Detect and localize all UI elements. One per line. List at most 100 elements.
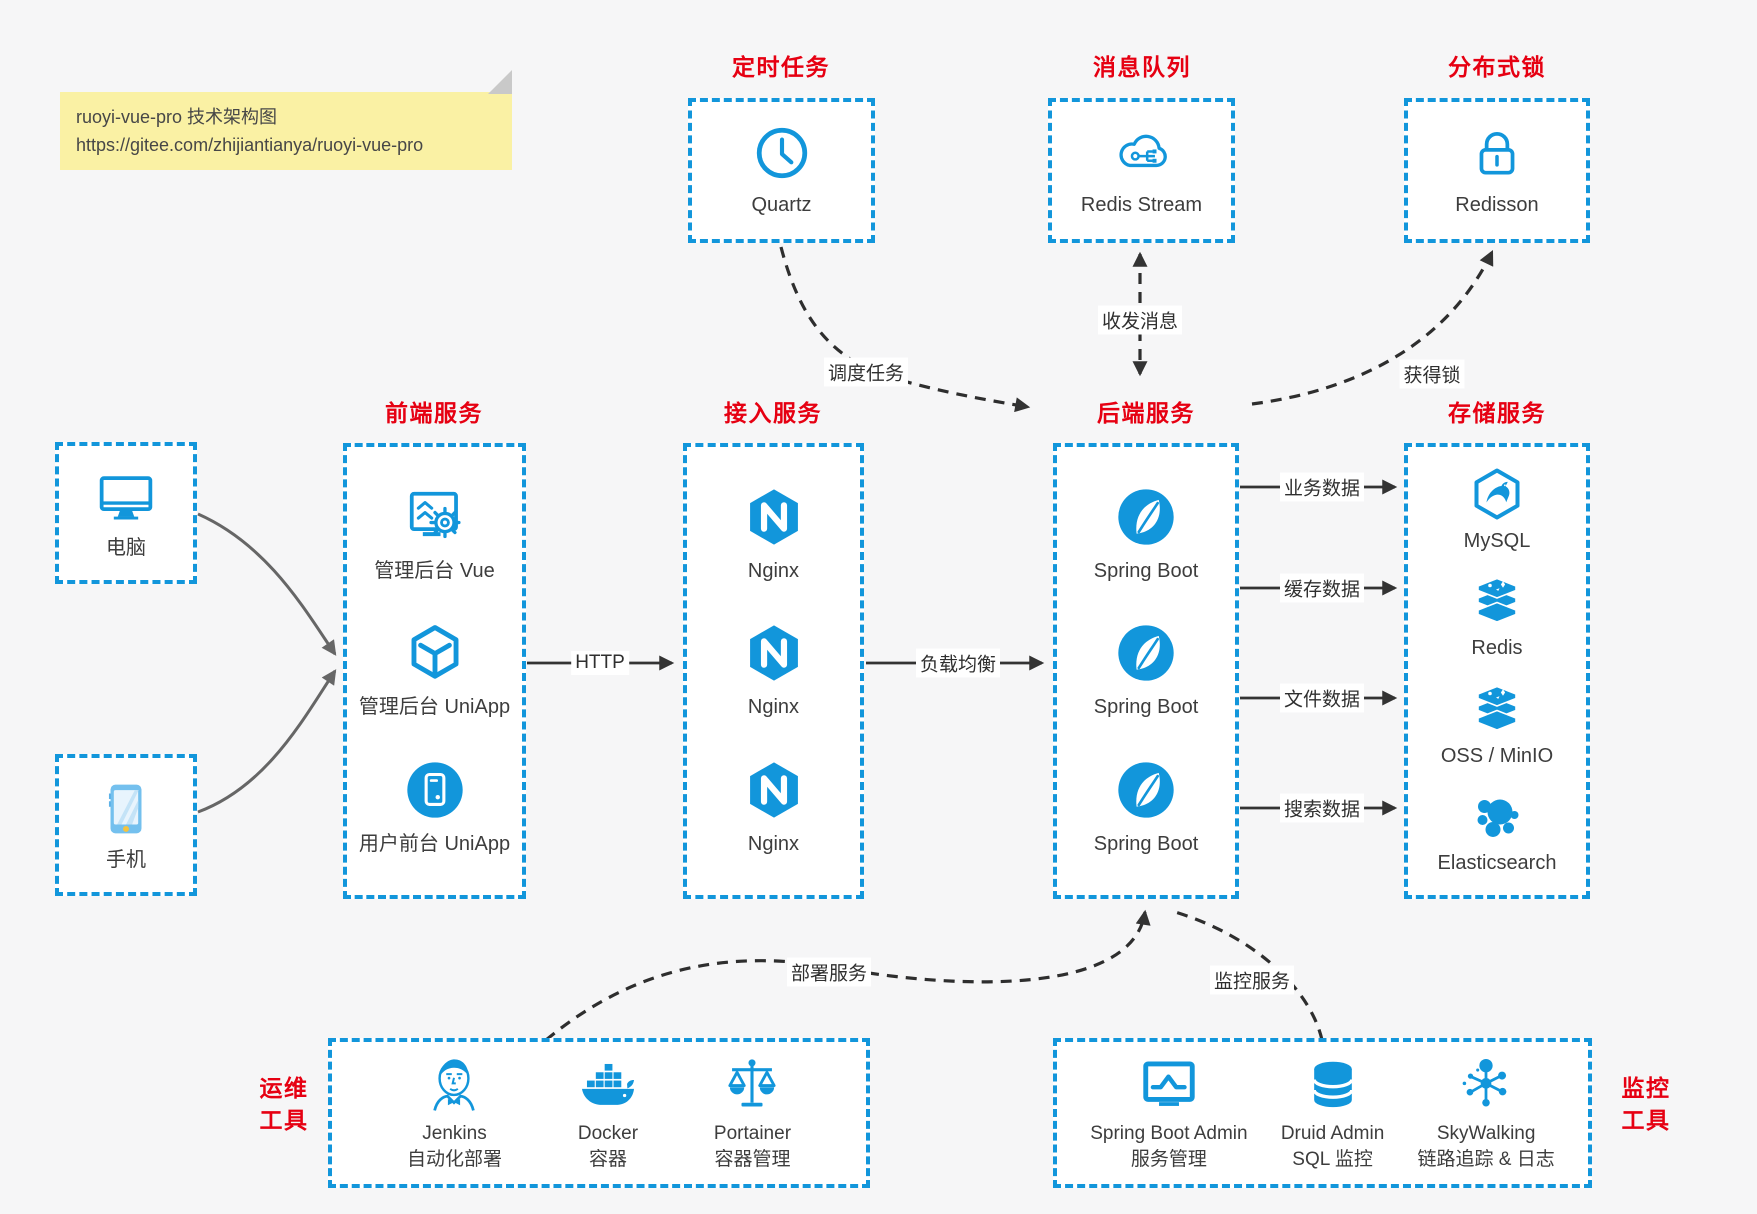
note-title: ruoyi-vue-pro 技术架构图 bbox=[76, 107, 278, 127]
springboot-label: Spring Boot bbox=[1093, 696, 1199, 718]
skywalking-icon bbox=[1455, 1054, 1517, 1116]
title-backend-services: 后端服务 bbox=[1097, 400, 1195, 426]
title-ops-tools: 运维 工具 bbox=[238, 1072, 330, 1136]
edge-label-business-data: 业务数据 bbox=[1279, 472, 1365, 502]
admin-vue-label: 管理后台 Vue bbox=[374, 559, 495, 582]
spring-boot-icon bbox=[1115, 759, 1177, 821]
portainer-desc: 容器管理 bbox=[714, 1148, 791, 1170]
monitor-item-druid: Druid Admin SQL 监控 bbox=[1280, 1054, 1385, 1172]
spring-boot-admin-desc: 服务管理 bbox=[1130, 1148, 1207, 1170]
storage-stack-icon bbox=[1469, 681, 1525, 737]
portainer-icon bbox=[721, 1054, 783, 1116]
storage-item-oss-minio: OSS / MinIO bbox=[1441, 681, 1553, 769]
box-gateway-services: Nginx Nginx Nginx bbox=[683, 443, 864, 899]
nginx-label: Nginx bbox=[747, 832, 800, 855]
docker-icon bbox=[577, 1054, 639, 1116]
user-uniapp-label: 用户前台 UniApp bbox=[358, 832, 511, 855]
gateway-item-nginx-2: Nginx bbox=[743, 622, 805, 720]
note-url: https://gitee.com/zhijiantianya/ruoyi-vu… bbox=[76, 134, 424, 155]
ops-item-docker: Docker 容器 bbox=[577, 1054, 639, 1172]
backend-item-springboot-2: Spring Boot bbox=[1093, 622, 1199, 720]
ops-title-line1: 运维 bbox=[259, 1075, 309, 1101]
edge-label-file-data: 文件数据 bbox=[1279, 683, 1365, 713]
redis-label: Redis bbox=[1471, 637, 1523, 660]
edge-phone-to-frontend bbox=[197, 669, 337, 814]
spring-boot-admin-label: Spring Boot Admin bbox=[1090, 1122, 1248, 1144]
edge-computer-to-frontend bbox=[197, 512, 337, 656]
nginx-icon bbox=[743, 486, 805, 548]
storage-item-mysql: MySQL bbox=[1463, 466, 1531, 554]
portainer-label: Portainer bbox=[713, 1122, 792, 1144]
jenkins-desc: 自动化部署 bbox=[406, 1148, 502, 1170]
title-message-queue: 消息队列 bbox=[1093, 54, 1191, 80]
phone-label: 手机 bbox=[106, 848, 146, 871]
box-phone: 手机 bbox=[55, 754, 197, 896]
spring-boot-icon bbox=[1115, 622, 1177, 684]
springboot-label: Spring Boot bbox=[1093, 559, 1199, 582]
quartz-label: Quartz bbox=[751, 193, 812, 216]
frontend-item-user-uniapp: 用户前台 UniApp bbox=[359, 759, 510, 857]
mobile-app-icon bbox=[404, 759, 466, 821]
storage-item-redis: Redis bbox=[1469, 573, 1525, 661]
ops-title-line2: 工具 bbox=[259, 1107, 309, 1134]
gateway-item-nginx-1: Nginx bbox=[743, 486, 805, 584]
frontend-item-admin-uniapp: 管理后台 UniApp bbox=[359, 622, 510, 720]
druid-label: Druid Admin bbox=[1280, 1122, 1385, 1144]
backend-item-springboot-3: Spring Boot bbox=[1093, 759, 1199, 857]
uniapp-cube-icon bbox=[404, 622, 466, 684]
note-fold-corner bbox=[488, 70, 512, 94]
skywalking-desc: 链路追踪 & 日志 bbox=[1417, 1148, 1555, 1170]
box-frontend-services: 管理后台 Vue 管理后台 UniApp 用户前台 UniApp bbox=[343, 443, 526, 899]
ops-item-jenkins: Jenkins 自动化部署 bbox=[407, 1054, 502, 1172]
spring-boot-icon bbox=[1115, 486, 1177, 548]
clock-icon bbox=[753, 124, 811, 182]
admin-vue-icon bbox=[404, 486, 466, 548]
lock-icon bbox=[1468, 124, 1526, 182]
redis-stack-icon bbox=[1469, 573, 1525, 629]
ops-item-portainer: Portainer 容器管理 bbox=[714, 1054, 791, 1172]
edge-label-messaging: 收发消息 bbox=[1097, 305, 1183, 335]
mysql-icon bbox=[1469, 466, 1525, 522]
docker-desc: 容器 bbox=[588, 1148, 627, 1170]
box-redisson: Redisson bbox=[1404, 98, 1590, 243]
box-ops-tools: Jenkins 自动化部署 Docker 容器 Portainer 容器管理 bbox=[328, 1038, 870, 1188]
box-redis-stream: Redis Stream bbox=[1048, 98, 1235, 243]
cloud-mq-icon bbox=[1113, 124, 1171, 182]
monitoring-title-line2: 工具 bbox=[1621, 1107, 1671, 1134]
springboot-label: Spring Boot bbox=[1093, 832, 1199, 855]
edge-label-cache-data: 缓存数据 bbox=[1279, 573, 1365, 603]
box-storage-services: MySQL Redis OSS / MinIO Elasticsearch bbox=[1404, 443, 1590, 899]
admin-uniapp-label: 管理后台 UniApp bbox=[358, 696, 511, 718]
nginx-label: Nginx bbox=[747, 696, 800, 718]
monitor-item-spring-boot-admin: Spring Boot Admin 服务管理 bbox=[1090, 1054, 1248, 1172]
monitoring-title-line1: 监控 bbox=[1621, 1075, 1671, 1101]
elasticsearch-icon bbox=[1469, 788, 1525, 844]
redis-stream-label: Redis Stream bbox=[1080, 193, 1203, 216]
edge-label-acquire-lock: 获得锁 bbox=[1399, 359, 1465, 389]
edge-label-search-data: 搜索数据 bbox=[1279, 793, 1365, 823]
monitor-item-skywalking: SkyWalking 链路追踪 & 日志 bbox=[1418, 1054, 1555, 1172]
title-monitoring-tools: 监控 工具 bbox=[1600, 1072, 1692, 1136]
jenkins-label: Jenkins bbox=[422, 1122, 487, 1144]
oss-minio-label: OSS / MinIO bbox=[1440, 744, 1554, 767]
frontend-item-admin-vue: 管理后台 Vue bbox=[374, 486, 495, 584]
box-quartz: Quartz bbox=[688, 98, 875, 243]
sticky-note: ruoyi-vue-pro 技术架构图 https://gitee.com/zh… bbox=[60, 92, 512, 170]
title-frontend-services: 前端服务 bbox=[385, 400, 483, 426]
storage-item-elasticsearch: Elasticsearch bbox=[1438, 788, 1556, 876]
nginx-icon bbox=[743, 759, 805, 821]
edge-label-dispatch: 调度任务 bbox=[823, 357, 909, 387]
smartphone-icon bbox=[95, 778, 157, 840]
redisson-label: Redisson bbox=[1455, 193, 1539, 216]
mysql-label: MySQL bbox=[1463, 530, 1531, 553]
nginx-label: Nginx bbox=[747, 559, 800, 582]
edge-label-load-balance: 负载均衡 bbox=[915, 648, 1001, 678]
backend-item-springboot-1: Spring Boot bbox=[1093, 486, 1199, 584]
title-gateway-services: 接入服务 bbox=[724, 400, 822, 426]
nginx-icon bbox=[743, 622, 805, 684]
title-distributed-lock: 分布式锁 bbox=[1448, 54, 1546, 80]
gateway-item-nginx-3: Nginx bbox=[743, 759, 805, 857]
title-storage-services: 存储服务 bbox=[1448, 400, 1546, 426]
desktop-icon bbox=[95, 466, 157, 528]
title-scheduled-task: 定时任务 bbox=[732, 54, 830, 80]
